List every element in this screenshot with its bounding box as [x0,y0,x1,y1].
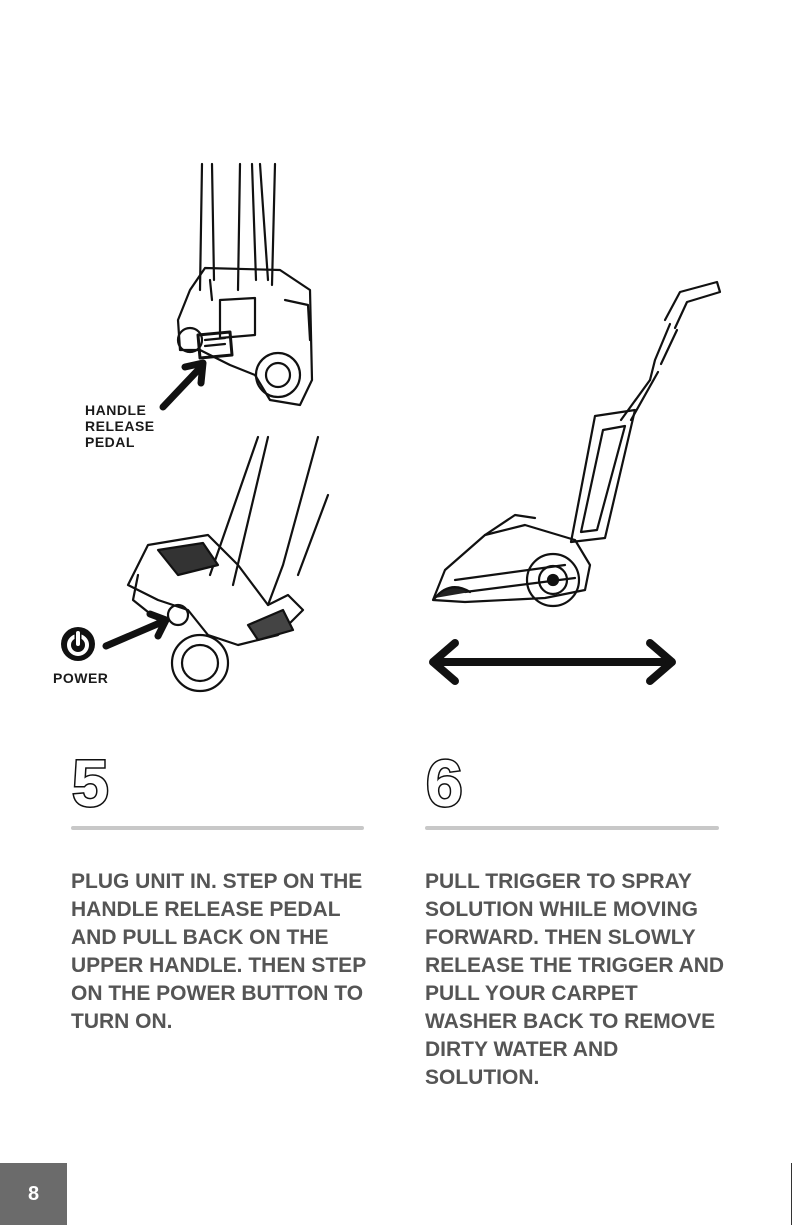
step-5-divider [71,826,364,830]
handle-release-pedal-label: HANDLE RELEASE PEDAL [85,402,155,450]
page-number: 8 [27,1183,40,1205]
step-6-number: 6 [425,746,465,820]
power-label: POWER [53,670,109,686]
power-arrow-icon [102,610,170,650]
page-edge-line [791,1163,792,1225]
carpet-washer-illustration [431,280,722,608]
handle-release-illustration [176,162,314,407]
power-button-illustration [126,435,330,693]
step-6-divider [425,826,719,830]
pedal-arrow-icon [159,359,207,411]
double-arrow-icon [429,639,676,685]
step-5-number: 5 [71,746,111,820]
power-icon [61,627,95,661]
step-5-instructions: PLUG UNIT IN. STEP ON THE HANDLE RELEASE… [71,870,366,1033]
page-number-tab [0,1163,67,1225]
step-6-instructions: PULL TRIGGER TO SPRAY SOLUTION WHILE MOV… [425,870,725,1089]
